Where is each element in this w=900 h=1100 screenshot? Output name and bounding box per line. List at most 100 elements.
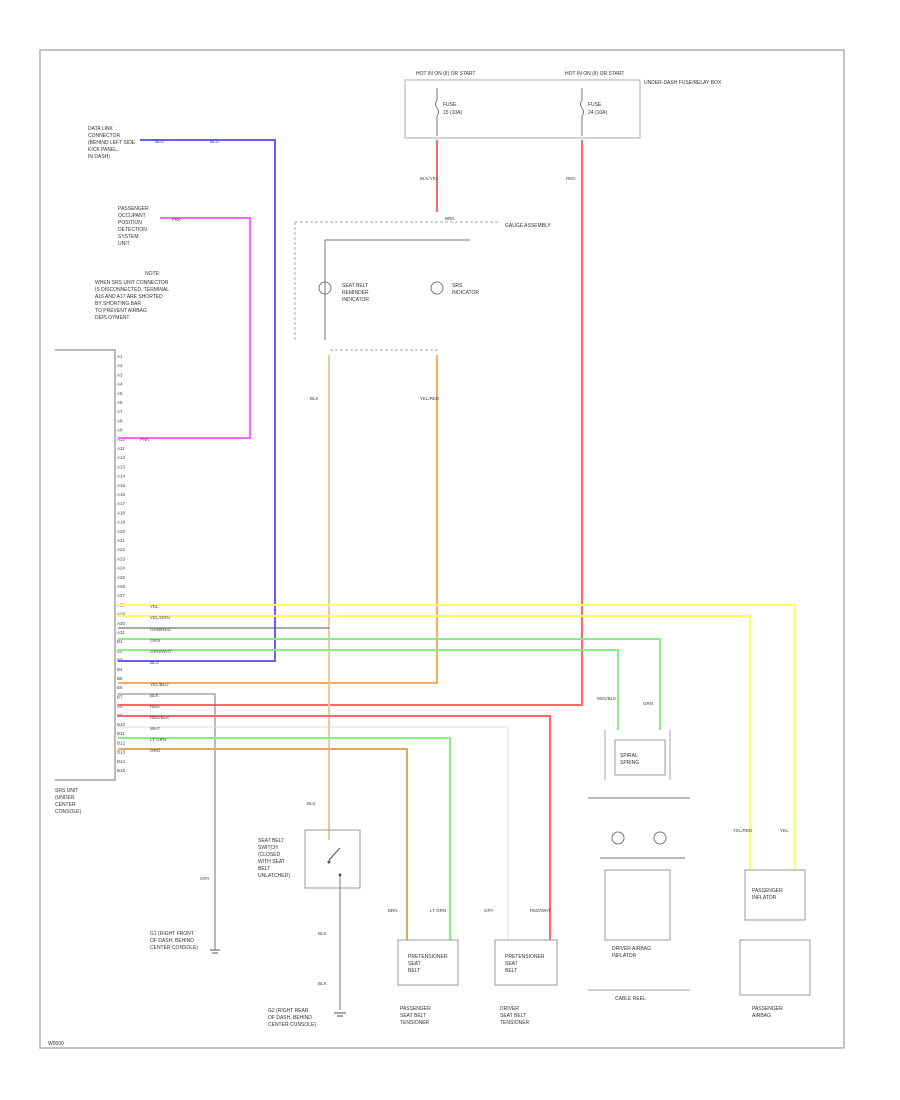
wire-green-passenger xyxy=(118,737,451,940)
svg-text:SEAT: SEAT xyxy=(408,961,421,967)
svg-text:PRETENSIONER: PRETENSIONER xyxy=(408,954,448,960)
svg-text:TENSIONER: TENSIONER xyxy=(500,1020,530,1026)
wire-green-1 xyxy=(118,638,661,730)
connector-pin-a8: A8 xyxy=(117,418,123,423)
svg-text:OF DASH, BEHIND: OF DASH, BEHIND xyxy=(268,1015,312,1021)
connector-pin-a3: A3 xyxy=(117,372,123,377)
connector-pin-a22: A22 xyxy=(117,547,126,552)
wire-label-blu-3: BLU xyxy=(150,660,159,665)
diagram-frame xyxy=(39,49,845,1049)
connector-pin-a12: A12 xyxy=(117,455,126,460)
wire-tan-passenger xyxy=(118,748,408,940)
connector-pin-a15: A15 xyxy=(117,483,126,488)
connector-pin-b11: B11 xyxy=(117,731,125,736)
wire-labels: BLU BLU PNK PNK BLK/YEL RED BRN BLK YEL/… xyxy=(140,139,789,986)
wire-red-driver xyxy=(118,715,551,940)
connector-pin-a4: A4 xyxy=(117,382,123,387)
fuse-right-line-0: FUSE xyxy=(588,102,602,108)
fuse-box: UNDER-DASH FUSE/RELAY BOX HOT IN ON (II)… xyxy=(404,71,722,139)
seat-belt-indicator-icon xyxy=(318,281,332,295)
connector-pin-a31: A31 xyxy=(117,630,126,635)
connector-pin-list: A1A2A3A4A5A6A7A8A9A10A11A12A13A14A15A16A… xyxy=(117,354,126,773)
wire-label-blk-2: BLK xyxy=(150,693,159,698)
wire-blue xyxy=(118,139,276,662)
seat-belt-switch: SEAT BELT SWITCH (CLOSED WITH SEAT BELT … xyxy=(258,829,361,1010)
wire-label-pnk-2: PNK xyxy=(140,437,149,442)
svg-text:SEAT BELT: SEAT BELT xyxy=(258,838,284,844)
srs-indicator-line-0: SRS xyxy=(452,283,463,289)
wire-label-yel-blu: YEL/BLU xyxy=(150,682,169,687)
wire-label-red-top: RED xyxy=(566,176,576,181)
connector-pin-a7: A7 xyxy=(117,409,123,414)
connector-pin-a25: A25 xyxy=(117,575,126,580)
connector-pin-a13: A13 xyxy=(117,464,126,469)
seat-belt-indicator-line-2: INDICATOR xyxy=(342,297,369,303)
wire-gray-ground xyxy=(118,693,216,950)
connector-pin-a19: A19 xyxy=(117,520,126,525)
connector-pin-a2: A2 xyxy=(117,363,123,368)
ground-g1-icon xyxy=(210,949,220,954)
srs-unit-line-3: CONSOLE) xyxy=(55,809,81,815)
srs-unit-line-2: CENTER xyxy=(55,802,76,808)
wire-label-yel-grn: YEL/GRN xyxy=(150,615,170,620)
svg-text:DRIVER: DRIVER xyxy=(500,1006,519,1012)
wire-orange xyxy=(118,355,438,684)
ground-g2-icon xyxy=(334,1012,346,1017)
wire-label-blu-2: BLU xyxy=(210,139,219,144)
svg-text:PASSENGER: PASSENGER xyxy=(118,206,149,212)
svg-text:SEAT: SEAT xyxy=(505,961,518,967)
connector-pin-a23: A23 xyxy=(117,556,126,561)
svg-text:G1 (RIGHT FRONT: G1 (RIGHT FRONT xyxy=(150,931,194,937)
wire-label-brn-2: BRN xyxy=(388,908,398,913)
connector-pin-a29: A29 xyxy=(117,612,126,617)
fuse-right-line-1: 24 (10A) xyxy=(588,110,608,116)
svg-text:OF DASH, BEHIND: OF DASH, BEHIND xyxy=(150,938,194,944)
wire-label-grn-wht: GRN/WHT xyxy=(150,649,172,654)
connector-pin-b15: B15 xyxy=(117,768,126,773)
wire-red-fuse-right xyxy=(118,140,583,706)
svg-text:IS DISCONNECTED, TERMINAL: IS DISCONNECTED, TERMINAL xyxy=(95,287,169,293)
connector-pin-a5: A5 xyxy=(117,391,123,396)
connector-pin-a11: A11 xyxy=(117,446,125,451)
srs-unit-line-1: (UNDER xyxy=(55,795,75,801)
wire-label-org: ORG xyxy=(150,748,161,753)
fuse-left-icon xyxy=(435,88,439,136)
svg-text:(CLOSED: (CLOSED xyxy=(258,852,281,858)
connector-pin-a21: A21 xyxy=(117,538,126,543)
connector-pin-b12: B12 xyxy=(117,740,126,745)
gauge-assembly: GAUGE ASSEMBLY SEAT BELT REMINDER INDICA… xyxy=(294,221,551,351)
wire-pink xyxy=(118,217,251,439)
svg-text:PRETENSIONER: PRETENSIONER xyxy=(505,954,545,960)
svg-text:BELT: BELT xyxy=(505,968,517,974)
wire-yellow-2 xyxy=(118,615,751,870)
connector-pin-b10: B10 xyxy=(117,722,126,727)
wire-label-gry-ground: GRY xyxy=(200,876,210,881)
wire-label-red-wht: RED/WHT xyxy=(530,908,551,913)
svg-text:(BEHIND LEFT SIDE: (BEHIND LEFT SIDE xyxy=(88,140,136,146)
svg-text:WITH SEAT: WITH SEAT xyxy=(258,859,285,865)
svg-text:CABLE REEL: CABLE REEL xyxy=(615,996,646,1002)
connector-pin-b1: B1 xyxy=(117,639,123,644)
connector-pin-a6: A6 xyxy=(117,400,123,405)
svg-text:CENTER CONSOLE): CENTER CONSOLE) xyxy=(268,1022,316,1028)
svg-text:INFLATOR: INFLATOR xyxy=(752,895,777,901)
svg-text:POSITION: POSITION xyxy=(118,220,142,226)
svg-text:NOTE:: NOTE: xyxy=(145,271,160,277)
connector-pin-a18: A18 xyxy=(117,510,126,515)
fuse-left-header: HOT IN ON (II) OR START xyxy=(416,71,475,77)
wire-label-blk-gauge: BLK xyxy=(310,396,319,401)
gauge-assembly-title: GAUGE ASSEMBLY xyxy=(505,223,551,229)
srs-indicator-icon xyxy=(430,281,444,295)
wire-label-red-blk: RED/BLK xyxy=(150,715,169,720)
connector-pin-a16: A16 xyxy=(117,492,126,497)
svg-text:DETECTION: DETECTION xyxy=(118,227,147,233)
wire-label-yel-red: YEL/RED xyxy=(420,396,440,401)
wire-label-yel-2: YEL xyxy=(780,828,789,833)
connector-pin-b13: B13 xyxy=(117,750,126,755)
svg-text:SPIRAL: SPIRAL xyxy=(620,753,638,759)
connector-pin-a9: A9 xyxy=(117,428,123,433)
svg-text:SEAT BELT: SEAT BELT xyxy=(400,1013,426,1019)
svg-text:TO PREVENT AIRBAG: TO PREVENT AIRBAG xyxy=(95,308,147,314)
fuse-left-line-1: 15 (10A) xyxy=(443,110,463,116)
wire-label-blk-5: BLK xyxy=(318,981,327,986)
